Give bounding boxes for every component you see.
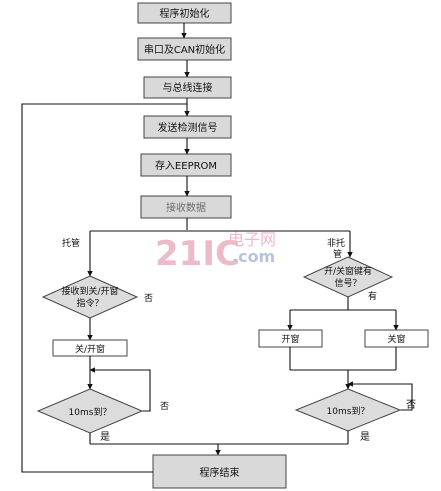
- node-init-label: 程序初始化: [160, 7, 210, 20]
- edge-right-yes-label: 有: [368, 290, 377, 302]
- edge-unmanaged-label-2: 管: [333, 248, 342, 260]
- right-timer-label: 10ms到？: [327, 405, 370, 417]
- left-action-label: 关/开窗: [75, 343, 105, 355]
- left-decision-label-2: 指令？: [76, 297, 103, 309]
- node-end-box: [152, 454, 287, 489]
- left-timer-label: 10ms到？: [69, 406, 112, 418]
- node-send-signal-label: 发送检测信号: [158, 121, 218, 134]
- node-receive-label: 接收数据: [166, 201, 206, 214]
- right-decision-label-2: 信号？: [334, 277, 361, 289]
- left-decision-label-1: 接收到关/开窗: [61, 285, 118, 297]
- node-end-label: 程序结束: [200, 466, 240, 479]
- edge-right-timer-no-label: 否: [406, 399, 416, 411]
- watermark-domain: .com: [232, 247, 275, 266]
- edge-unmanaged-label-1: 非托: [327, 237, 345, 249]
- edge-left-timer-no-label: 否: [160, 401, 169, 412]
- right-close-label: 关窗: [387, 333, 405, 345]
- watermark-cn: 电子网: [228, 230, 276, 249]
- watermark-logo: 21IC 电子网 .com: [155, 230, 276, 274]
- watermark-brand: 21IC: [155, 234, 240, 274]
- right-decision-label-1: 开/关窗键有: [324, 265, 372, 277]
- edge-left-no-label: 否: [144, 293, 153, 304]
- edge-left-timer-yes-label: 是: [100, 431, 110, 443]
- node-eeprom-label: 存入EEPROM: [155, 159, 217, 172]
- right-open-label: 开窗: [281, 333, 299, 345]
- edge-right-timer-yes-label: 是: [360, 431, 370, 443]
- node-uart-can-label: 串口及CAN初始化: [144, 43, 225, 56]
- node-bus-connect-label: 与总线连接: [163, 81, 213, 94]
- right-decision-diamond: [302, 256, 394, 298]
- left-decision-diamond: [41, 275, 139, 319]
- edge-managed-label: 托管: [62, 237, 80, 249]
